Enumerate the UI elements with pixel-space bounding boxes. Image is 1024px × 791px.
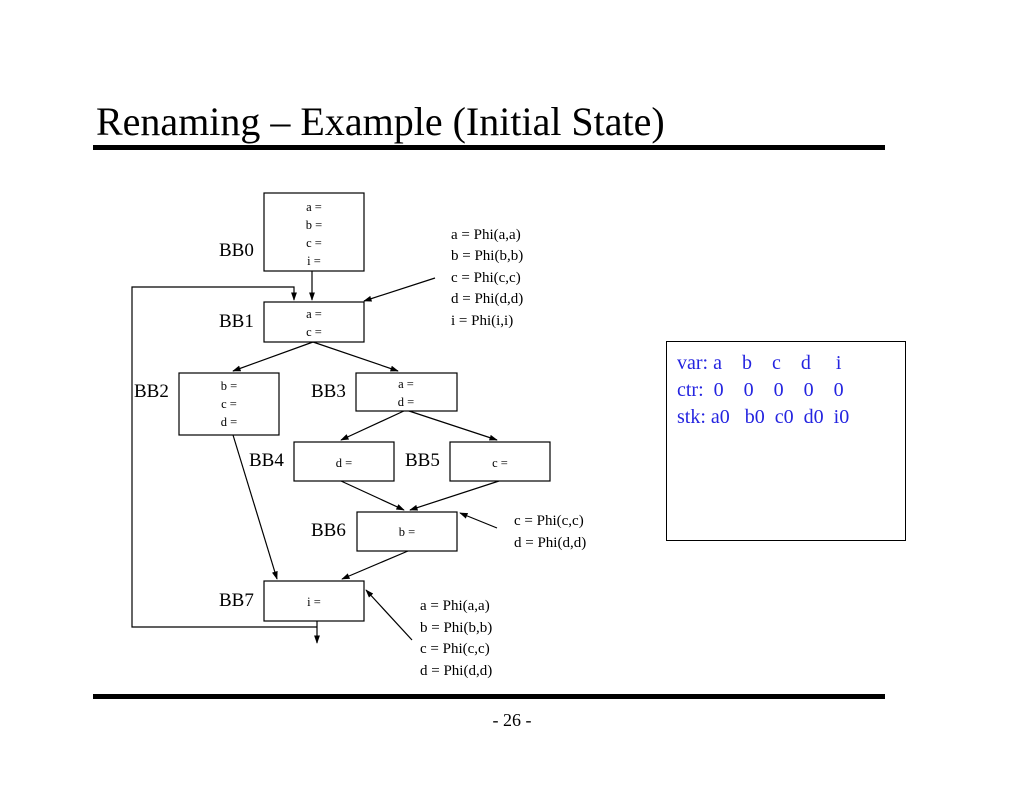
block-bb2: b = c = d = BB2 (134, 372, 280, 436)
statement: b = (399, 525, 415, 539)
statement: b = (221, 379, 237, 393)
var-row: var: a b c d i (677, 352, 842, 374)
statement: d = (221, 415, 237, 429)
phi-annotation-bb1: a = Phi(a,a) b = Phi(b,b) c = Phi(c,c) d… (451, 227, 523, 329)
page-number: - 26 - (492, 710, 532, 730)
stack-row: stk: a0 b0 c0 d0 i0 (677, 406, 850, 428)
edge-bb4-bb6 (340, 480, 405, 511)
edge-bb3-bb5 (405, 409, 498, 441)
renaming-state-box: var: a b c d i ctr: 0 0 0 0 0 stk: a0 b0… (666, 341, 906, 541)
block-bb0: a = b = c = i = BB0 (219, 192, 365, 272)
block-label: BB3 (311, 381, 346, 402)
block-bb1: a = c = BB1 (219, 301, 365, 343)
block-bb4: d = BB4 (249, 441, 395, 482)
edge-bb5-bb6 (409, 480, 500, 511)
block-box (449, 441, 551, 482)
block-box (355, 372, 458, 412)
phi-line: b = Phi(b,b) (451, 248, 523, 264)
title-underline (93, 145, 885, 150)
phi-pointer-bb1 (363, 277, 436, 302)
block-label: BB2 (134, 381, 169, 402)
statement: i = (307, 595, 321, 609)
block-box (263, 301, 365, 343)
phi-line: c = Phi(c,c) (451, 270, 521, 286)
statement: c = (221, 397, 237, 411)
statement: i = (307, 254, 321, 268)
footer-rule (93, 694, 885, 699)
phi-line: i = Phi(i,i) (451, 313, 513, 329)
phi-line: d = Phi(d,d) (420, 663, 492, 679)
phi-pointer-bb6 (459, 512, 498, 529)
block-label: BB0 (219, 240, 254, 261)
phi-line: b = Phi(b,b) (420, 620, 492, 636)
edge-bb7-back-to-bb1 (131, 286, 317, 628)
block-box (263, 192, 365, 272)
edge-bb1-bb2 (232, 341, 314, 372)
phi-annotation-bb6: c = Phi(c,c) d = Phi(d,d) (514, 513, 586, 551)
counter-row: ctr: 0 0 0 0 0 (677, 379, 844, 401)
block-bb6: b = BB6 (311, 511, 458, 552)
block-bb7: i = BB7 (219, 580, 365, 622)
edge-bb6-bb7 (341, 550, 409, 580)
phi-line: c = Phi(c,c) (420, 641, 490, 657)
edge-bb3-bb4 (340, 409, 407, 441)
block-label: BB1 (219, 311, 254, 332)
statement: a = (398, 377, 414, 391)
block-box (178, 372, 280, 436)
phi-line: d = Phi(d,d) (451, 291, 523, 307)
statement: a = (306, 200, 322, 214)
block-box (263, 580, 365, 622)
cfg-edges (131, 271, 500, 644)
statement: d = (398, 395, 414, 409)
block-label: BB6 (311, 520, 346, 541)
statement: a = (306, 307, 322, 321)
block-bb3: a = d = BB3 (311, 372, 458, 412)
edge-bb1-bb3 (312, 341, 399, 372)
block-label: BB7 (219, 590, 254, 611)
block-label: BB4 (249, 450, 284, 471)
phi-annotation-bb7: a = Phi(a,a) b = Phi(b,b) c = Phi(c,c) d… (420, 598, 492, 679)
statement: d = (336, 456, 352, 470)
block-box (356, 511, 458, 552)
phi-line: c = Phi(c,c) (514, 513, 584, 529)
phi-pointer-bb7 (365, 589, 413, 641)
phi-line: a = Phi(a,a) (420, 598, 490, 614)
slide-title: Renaming – Example (Initial State) (96, 99, 665, 144)
statement: b = (306, 218, 322, 232)
statement: c = (306, 325, 322, 339)
edge-bb2-bb7 (232, 434, 278, 580)
block-bb5: c = BB5 (405, 441, 551, 482)
statement: c = (306, 236, 322, 250)
block-box (293, 441, 395, 482)
block-label: BB5 (405, 450, 440, 471)
phi-line: a = Phi(a,a) (451, 227, 521, 243)
statement: c = (492, 456, 508, 470)
phi-line: d = Phi(d,d) (514, 535, 586, 551)
